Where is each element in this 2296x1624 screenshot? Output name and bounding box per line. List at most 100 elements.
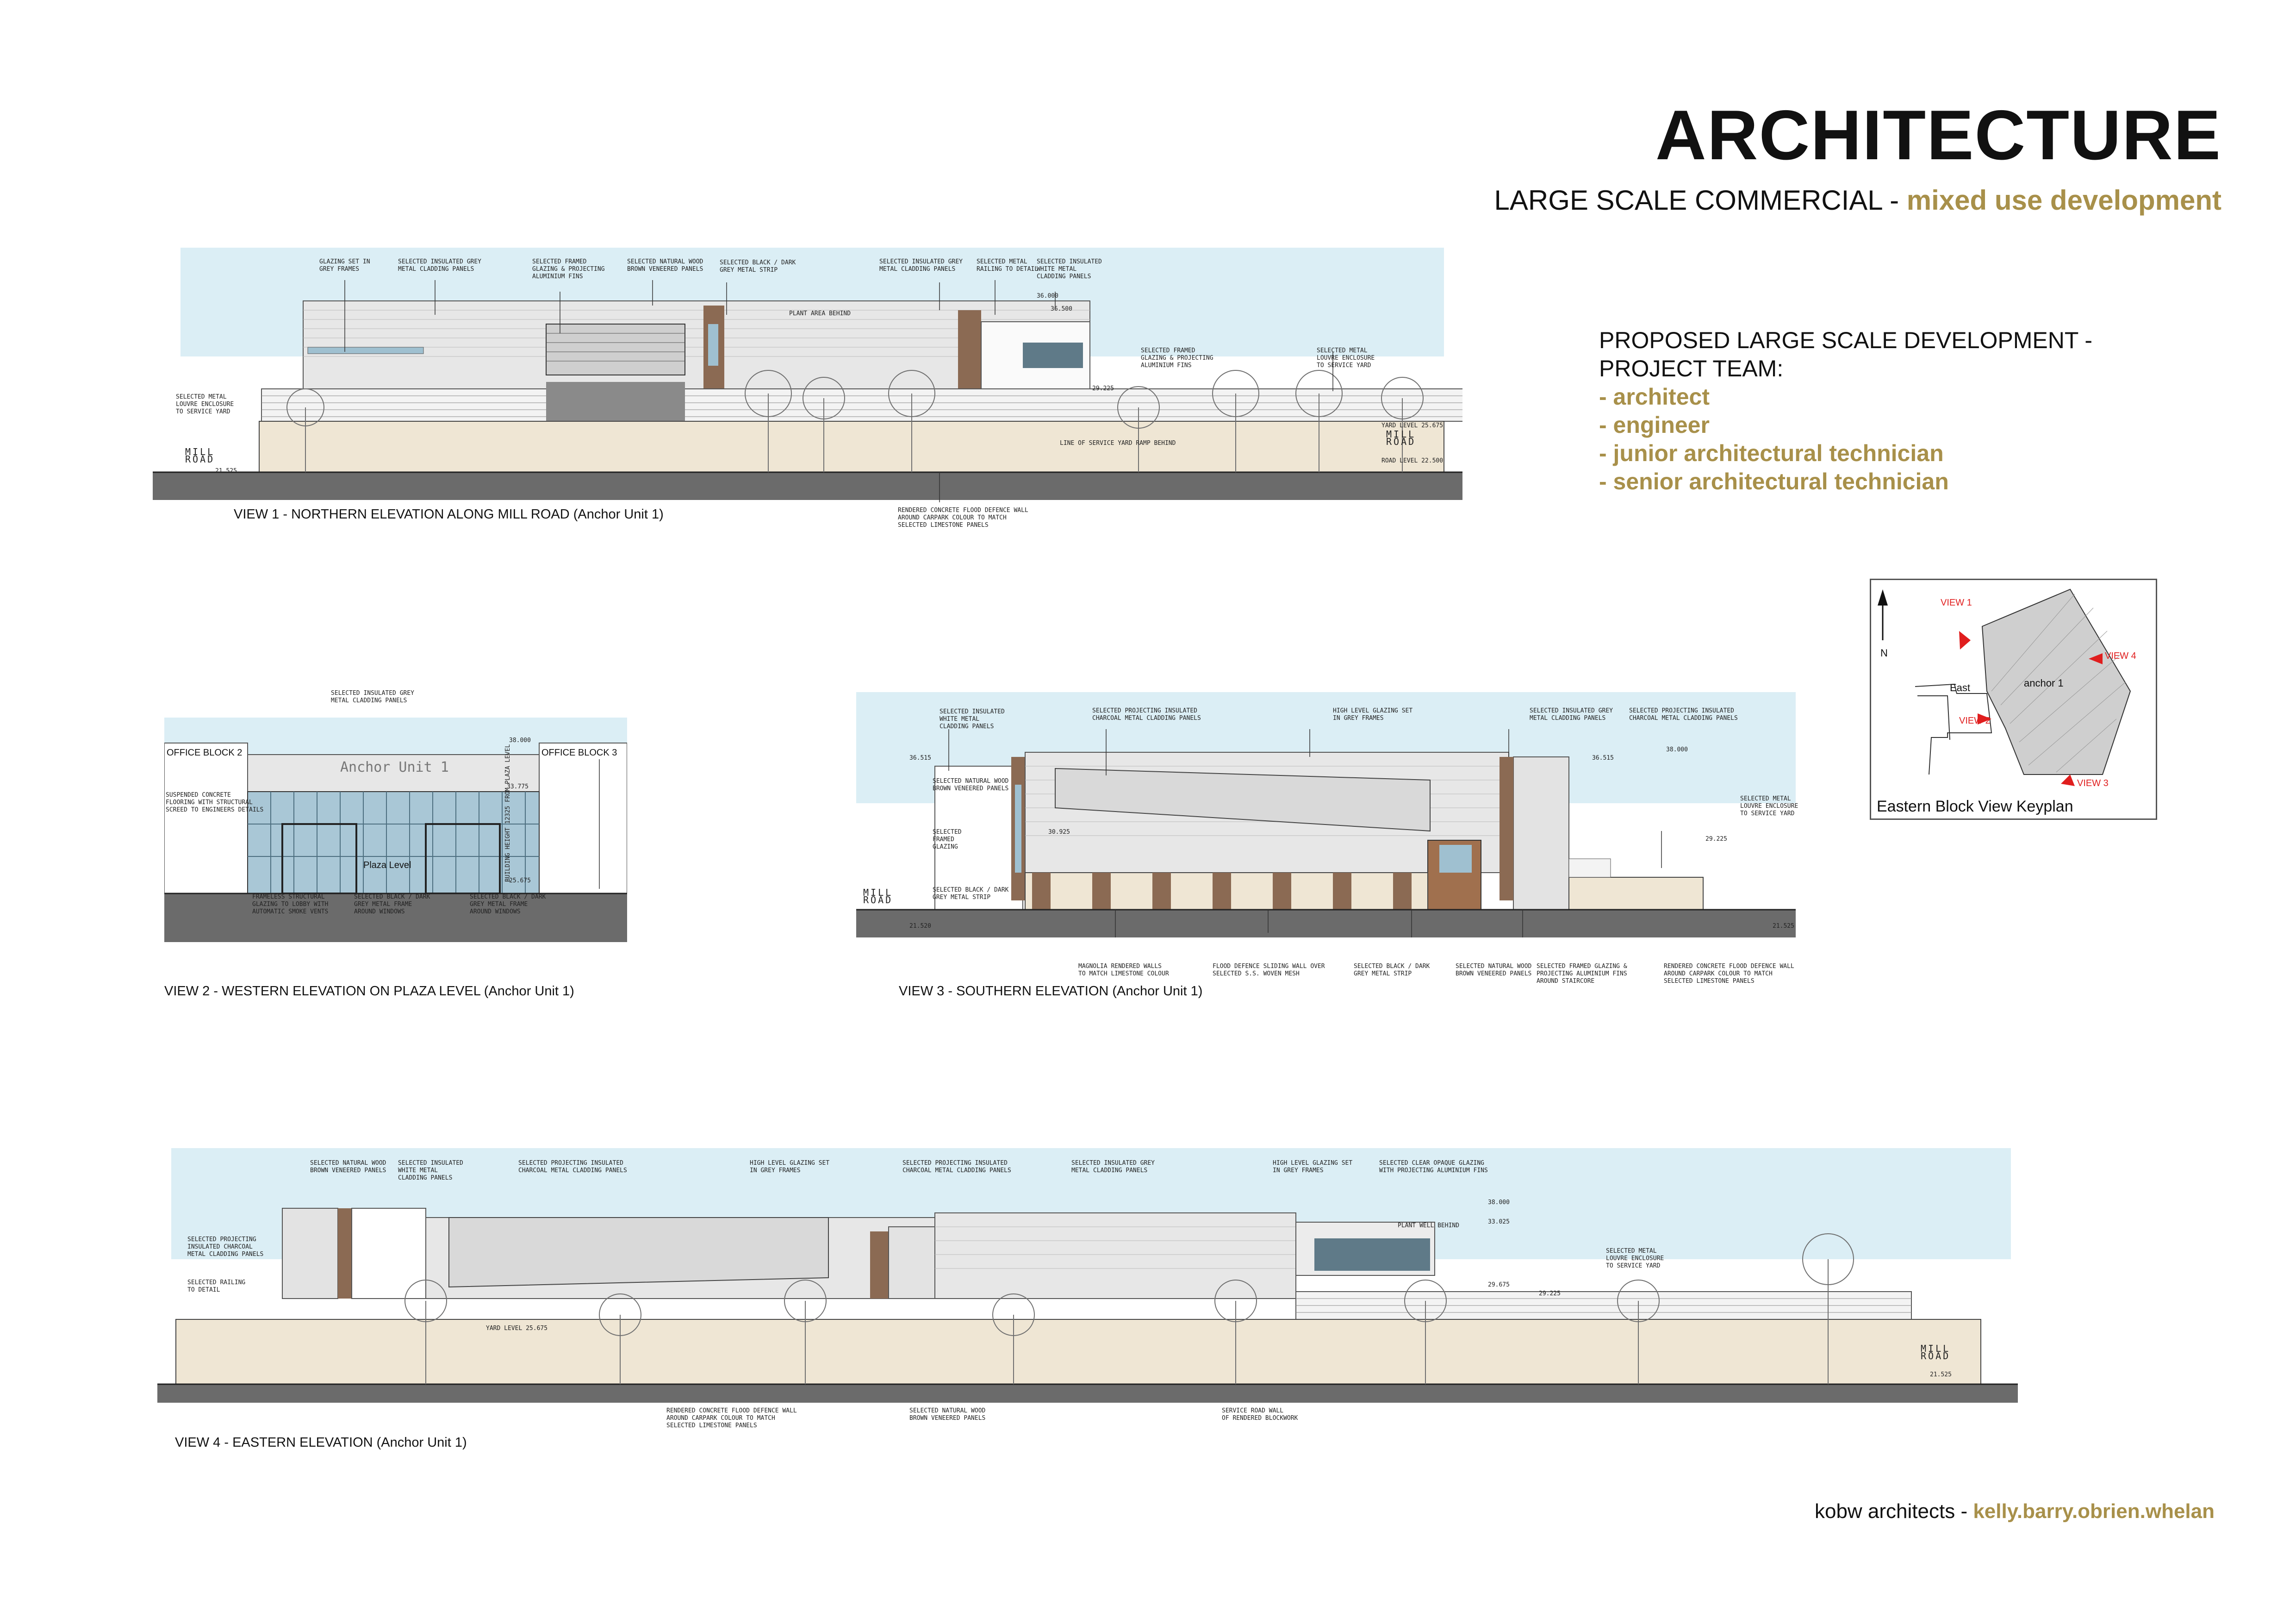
view3-note: SELECTED INSULATED WHITE METAL CLADDING … xyxy=(940,708,1005,730)
white-cladding-block xyxy=(934,766,1023,910)
view2-note: SELECTED BLACK / DARK GREY METAL FRAME A… xyxy=(354,893,430,915)
view4-level: 29.225 xyxy=(1539,1290,1561,1297)
keyplan-view3-label: VIEW 3 xyxy=(2077,778,2109,788)
view4-note: PLANT WELL BEHIND xyxy=(1398,1222,1460,1229)
framed-glazing-fins xyxy=(546,324,685,375)
east-block-outline xyxy=(1915,683,1992,775)
view3-level: 38.000 xyxy=(1666,746,1688,753)
footprint-hatch xyxy=(1991,593,2126,773)
tree-group xyxy=(286,370,1424,472)
team-role: - engineer xyxy=(1599,412,1710,438)
view3-note: SELECTED FRAMED GLAZING xyxy=(933,829,962,850)
view2-level: 38.000 xyxy=(509,737,531,744)
glazing-canopy xyxy=(307,347,424,354)
view3-arrow-icon xyxy=(2061,775,2075,786)
keyplan-view4-label: VIEW 4 xyxy=(2105,651,2136,661)
view1-level: YARD LEVEL 25.675 xyxy=(1381,422,1444,429)
footer-firm: kobw architects - xyxy=(1814,1500,1973,1523)
view1-note: SELECTED METAL RAILING TO DETAIL xyxy=(977,258,1039,273)
view4-elevation-drawing xyxy=(157,1148,2018,1403)
louvre-enclosure xyxy=(1568,858,1611,878)
office-block-2-label: OFFICE BLOCK 2 xyxy=(167,748,243,758)
keyplan-drawing: N East anchor 1 VIEW 1 VIEW 4 VIEW 2 VIE… xyxy=(1877,588,2136,815)
keyplan-anchor-label: anchor 1 xyxy=(2024,677,2064,689)
view4-arrow-icon xyxy=(2089,653,2103,664)
team-role: - senior architectural technician xyxy=(1599,468,1949,494)
view4-note: SELECTED INSULATED WHITE METAL CLADDING … xyxy=(398,1160,463,1181)
clear-opaque-glazing xyxy=(1314,1238,1430,1271)
view4-note: HIGH LEVEL GLAZING SET IN GREY FRAMES xyxy=(750,1160,830,1174)
view3-note: SELECTED BLACK / DARK GREY METAL STRIP xyxy=(933,887,1009,901)
view4-note: SELECTED CLEAR OPAQUE GLAZING WITH PROJE… xyxy=(1379,1160,1488,1174)
keyplan-view2-label: VIEW 2 xyxy=(1959,716,1991,726)
view1-mill-road-left: MILL ROAD xyxy=(185,446,215,465)
team-role: - architect xyxy=(1599,384,1710,410)
leader-lines xyxy=(344,280,1333,502)
view1-level: 29.225 xyxy=(1092,385,1114,392)
view3-note: FLOOD DEFENCE SLIDING WALL OVER SELECTED… xyxy=(1213,963,1325,977)
view3-mill-road: MILL ROAD xyxy=(863,887,893,906)
view3-note: SELECTED METAL LOUVRE ENCLOSURE TO SERVI… xyxy=(1740,795,1798,817)
view3-note: SELECTED BLACK / DARK GREY METAL STRIP xyxy=(1354,963,1430,977)
view4-level: 33.025 xyxy=(1488,1218,1510,1225)
project-team: PROPOSED LARGE SCALE DEVELOPMENT - PROJE… xyxy=(1599,326,2154,496)
framed-glazing xyxy=(1023,343,1083,368)
view4-note: SELECTED NATURAL WOOD BROWN VENEERED PAN… xyxy=(909,1407,986,1422)
wood-panel xyxy=(338,1208,352,1299)
fin-lines xyxy=(546,333,685,362)
view1-note: SELECTED INSULATED GREY METAL CLADDING P… xyxy=(398,258,482,273)
view4-level: YARD LEVEL 25.675 xyxy=(486,1325,548,1332)
flood-defence-wall xyxy=(259,421,1444,473)
charcoal-cladding-tower xyxy=(1513,756,1569,910)
view4-caption: VIEW 4 - EASTERN ELEVATION (Anchor Unit … xyxy=(175,1435,467,1450)
view4-level: 29.675 xyxy=(1488,1281,1510,1288)
view1-elevation-drawing xyxy=(153,248,1462,502)
view1-note: LINE OF SERVICE YARD RAMP BEHIND xyxy=(1060,440,1176,447)
page-subtitle: LARGE SCALE COMMERCIAL - mixed use devel… xyxy=(1250,184,2221,216)
office-block-2 xyxy=(164,743,248,894)
view2-note: SELECTED BLACK / DARK GREY METAL FRAME A… xyxy=(470,893,546,915)
subtitle-accent: mixed use development xyxy=(1906,185,2221,216)
tree-group xyxy=(404,1233,1854,1384)
view3-note: HIGH LEVEL GLAZING SET IN GREY FRAMES xyxy=(1333,707,1413,722)
ground-section xyxy=(157,1384,2018,1403)
view3-note: SELECTED PROJECTING INSULATED CHARCOAL M… xyxy=(1092,707,1201,722)
view4-note: SELECTED RAILING TO DETAIL xyxy=(187,1279,246,1293)
view2-note: FRAMELESS STRUCTURAL GLAZING TO LOBBY WI… xyxy=(252,893,329,915)
view3-note: MAGNOLIA RENDERED WALLS TO MATCH LIMESTO… xyxy=(1078,963,1169,977)
footer-partners: kelly.barry.obrien.whelan xyxy=(1973,1500,2215,1523)
view3-note: SELECTED NATURAL WOOD BROWN VENEERED PAN… xyxy=(1456,963,1532,977)
view4-note: HIGH LEVEL GLAZING SET IN GREY FRAMES xyxy=(1273,1160,1353,1174)
team-heading-line2: PROJECT TEAM: xyxy=(1599,356,1784,381)
view3-caption: VIEW 3 - SOUTHERN ELEVATION (Anchor Unit… xyxy=(899,984,1203,999)
view3-level: 36.515 xyxy=(909,755,931,762)
view2-level: 33.775 xyxy=(507,783,529,790)
view1-mill-road-right: MILL ROAD xyxy=(1386,429,1416,447)
view3-level: 21.520 xyxy=(909,923,931,930)
view1-level: 21.525 xyxy=(215,468,237,475)
keyplan-east-label: East xyxy=(1950,682,1970,693)
charcoal-cladding-block xyxy=(282,1208,338,1299)
projecting-charcoal-panel xyxy=(1055,768,1431,832)
view3-note: SELECTED NATURAL WOOD BROWN VENEERED PAN… xyxy=(933,778,1009,792)
louvre-enclosure xyxy=(261,388,1462,422)
north-arrow-head-icon xyxy=(1878,589,1888,606)
view3-note: SELECTED PROJECTING INSULATED CHARCOAL M… xyxy=(1629,707,1738,722)
view3-note: SELECTED INSULATED GREY METAL CLADDING P… xyxy=(1530,707,1613,722)
ground-section xyxy=(856,910,1796,937)
view3-note: SELECTED FRAMED GLAZING & PROJECTING ALU… xyxy=(1537,963,1627,985)
view1-note: GLAZING SET IN GREY FRAMES xyxy=(319,258,370,273)
view4-note: SELECTED PROJECTING INSULATED CHARCOAL M… xyxy=(518,1160,627,1174)
charcoal-cladding-block xyxy=(888,1226,935,1299)
view4-level: 38.000 xyxy=(1488,1199,1510,1206)
pier-group xyxy=(1032,873,1412,910)
grey-cladding-block xyxy=(934,1212,1296,1299)
keyplan-view1-label: VIEW 1 xyxy=(1941,598,1972,608)
subtitle-main: LARGE SCALE COMMERCIAL - xyxy=(1494,185,1907,216)
view1-note: RENDERED CONCRETE FLOOD DEFENCE WALL ARO… xyxy=(898,507,1028,529)
view2-note: SUSPENDED CONCRETE FLOORING WITH STRUCTU… xyxy=(166,792,264,813)
view2-caption: VIEW 2 - WESTERN ELEVATION ON PLAZA LEVE… xyxy=(164,984,574,999)
cladding-lines xyxy=(935,1226,1296,1269)
view1-level: 36.000 xyxy=(1037,293,1058,300)
view1-note: PLANT AREA BEHIND xyxy=(789,310,851,317)
